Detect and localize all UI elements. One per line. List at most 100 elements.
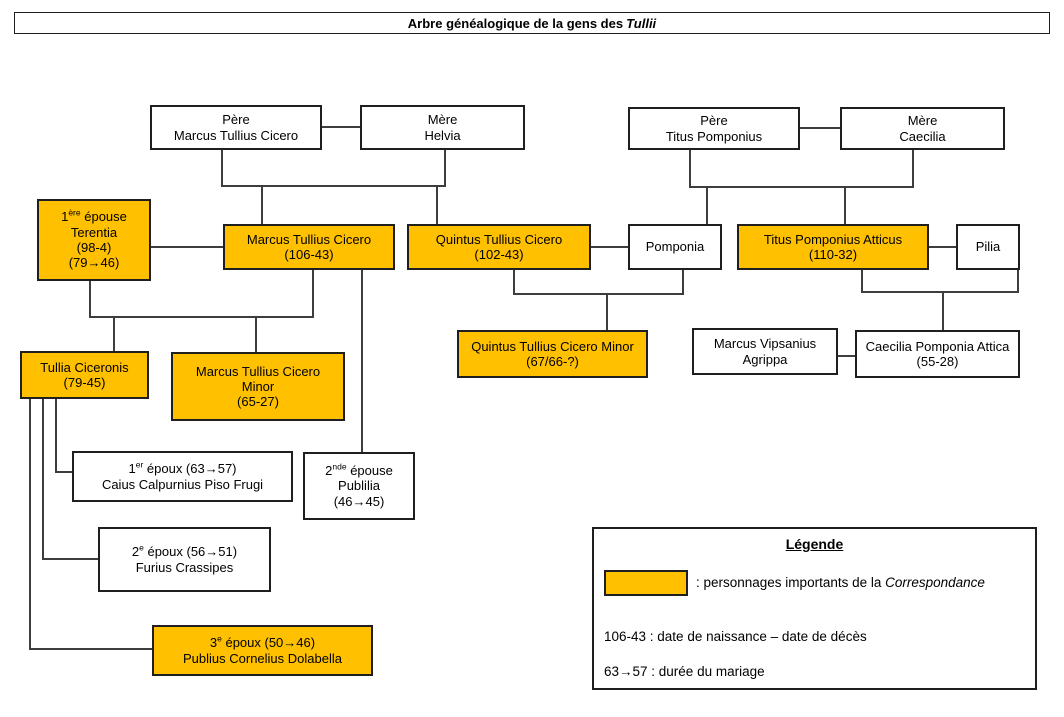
box-line: Pilia <box>975 239 1001 255</box>
box-line: Caius Calpurnius Piso Frugi <box>101 476 264 492</box>
box-line: Titus Pomponius Atticus <box>763 231 903 247</box>
box-line: Marcus Tullius Cicero <box>173 127 299 143</box>
box-line: 2e époux (56→51) <box>131 542 238 560</box>
box-line: (67/66-?) <box>526 354 579 369</box>
box-marcus-tullius-cicero: Marcus Tullius Cicero (106-43) <box>223 224 395 270</box>
box-line: Agrippa <box>742 351 788 367</box>
diagram-title: Arbre généalogique de la gens des Tullii <box>14 12 1050 34</box>
box-quintus-tullius-cicero-minor: Quintus Tullius Cicero Minor (67/66-?) <box>457 330 648 378</box>
box-line: Mère <box>427 112 458 128</box>
connector-line <box>151 246 223 248</box>
box-line: Marcus Tullius Cicero <box>195 363 321 379</box>
box-line: (79-45) <box>63 375 106 390</box>
legend: Légende : personnages importants de la C… <box>592 527 1037 690</box>
connector-line <box>929 246 956 248</box>
box-pere-titus-pomponius: Père Titus Pomponius <box>628 107 800 150</box>
legend-note-dates: 106-43 : date de naissance – date de déc… <box>604 629 867 644</box>
connector-line <box>689 150 691 187</box>
box-line: 3e époux (50→46) <box>209 633 316 651</box>
connector-line <box>444 150 446 186</box>
connector-line <box>255 317 257 352</box>
connector-line <box>89 281 91 317</box>
box-premier-epoux-piso-frugi: 1er époux (63→57) Caius Calpurnius Piso … <box>72 451 293 502</box>
box-line: Caecilia Pomponia Attica <box>865 338 1010 354</box>
box-line: Furius Crassipes <box>135 559 234 575</box>
connector-line <box>322 126 360 128</box>
box-line: 2nde épouse <box>325 461 393 478</box>
legend-title: Légende <box>785 536 844 552</box>
box-line: Père <box>700 113 728 129</box>
connector-line <box>591 246 628 248</box>
box-pere-marcus-tullius-cicero: Père Marcus Tullius Cicero <box>150 105 322 150</box>
box-line: Quintus Tullius Cicero <box>435 231 563 247</box>
box-pilia: Pilia <box>956 224 1020 270</box>
connector-line <box>55 399 57 473</box>
diagram-title-emphasis: Tullii <box>626 15 657 31</box>
box-titus-pomponius-atticus: Titus Pomponius Atticus (110-32) <box>737 224 929 270</box>
box-line: Tullia Ciceronis <box>40 359 129 375</box>
box-tullia-ciceronis: Tullia Ciceronis (79-45) <box>20 351 149 399</box>
box-line: (65-27) <box>237 394 279 410</box>
legend-note-marriage: 63→57 : durée du mariage <box>604 664 765 679</box>
box-mere-helvia: Mère Helvia <box>360 105 525 150</box>
box-quintus-tullius-cicero: Quintus Tullius Cicero (102-43) <box>407 224 591 270</box>
connector-line <box>261 186 263 224</box>
box-mere-caecilia: Mère Caecilia <box>840 107 1005 150</box>
legend-swatch-meaning: : personnages importants de la Correspon… <box>696 575 985 590</box>
connector-line <box>312 270 314 317</box>
box-line: Minor <box>241 378 275 394</box>
connector-line <box>361 270 363 452</box>
box-line: 1er époux (63→57) <box>128 459 237 477</box>
connector-line <box>42 399 44 560</box>
box-line: Marcus Tullius Cicero <box>246 231 372 247</box>
box-line: Titus Pomponius <box>665 128 763 144</box>
connector-line <box>42 558 98 560</box>
box-line: (55-28) <box>916 354 959 369</box>
connector-line <box>513 293 684 295</box>
connector-line <box>1017 270 1019 292</box>
box-pomponia: Pomponia <box>628 224 722 270</box>
connector-line <box>29 399 31 650</box>
connector-line <box>800 127 840 129</box>
connector-line <box>912 150 914 187</box>
box-line: Publilia <box>338 478 380 494</box>
connector-line <box>838 355 855 357</box>
box-line: Père <box>222 112 250 128</box>
box-line: Helvia <box>424 127 461 143</box>
connector-line <box>513 270 515 294</box>
box-line: (46→45) <box>333 493 385 509</box>
connector-line <box>89 316 314 318</box>
box-line: (102-43) <box>474 247 524 262</box>
box-marcus-tullius-cicero-minor: Marcus Tullius Cicero Minor (65-27) <box>171 352 345 421</box>
connector-line <box>942 292 944 330</box>
box-troisieme-epoux-dolabella: 3e époux (50→46) Publius Cornelius Dolab… <box>152 625 373 676</box>
box-marcus-vipsanius-agrippa: Marcus Vipsanius Agrippa <box>692 328 838 375</box>
legend-highlight-swatch <box>604 570 688 596</box>
box-line: Publius Cornelius Dolabella <box>183 650 342 666</box>
connector-line <box>844 187 846 224</box>
connector-line <box>221 150 223 186</box>
box-line: (106-43) <box>284 247 334 262</box>
connector-line <box>29 648 152 650</box>
connector-line <box>221 185 446 187</box>
box-line: (110-32) <box>808 247 858 262</box>
box-caecilia-pomponia-attica: Caecilia Pomponia Attica (55-28) <box>855 330 1020 378</box>
connector-line <box>606 294 608 330</box>
box-line: Terentia <box>70 224 118 240</box>
connector-line <box>113 317 115 351</box>
connector-line <box>861 291 1019 293</box>
connector-line <box>861 270 863 292</box>
box-line: 1ère épouse <box>61 208 127 225</box>
connector-line <box>55 471 72 473</box>
diagram-title-text: Arbre généalogique de la gens des <box>407 15 624 31</box>
connector-line <box>436 186 438 224</box>
box-line: Caecilia <box>899 128 946 144</box>
box-line: Pomponia <box>645 239 705 255</box>
box-line: Quintus Tullius Cicero Minor <box>471 338 634 354</box>
connector-line <box>682 270 684 294</box>
connector-line <box>706 187 708 224</box>
box-deuxieme-epoux-furius-crassipes: 2e époux (56→51) Furius Crassipes <box>98 527 271 592</box>
box-line: (79→46) <box>68 255 120 271</box>
box-line: (98-4) <box>76 240 112 255</box>
